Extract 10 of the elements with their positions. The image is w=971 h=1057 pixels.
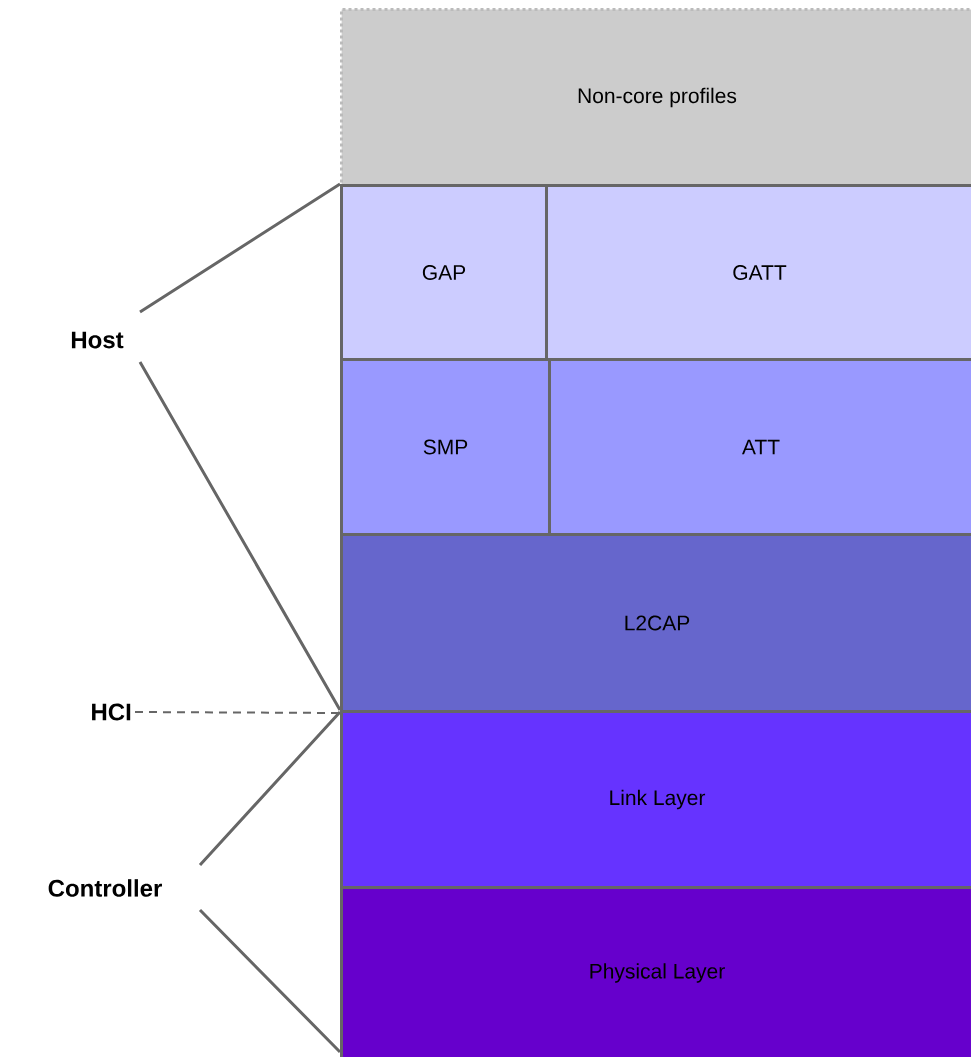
layer-box: Non-core profiles (340, 8, 971, 187)
layer-box: GAP (340, 184, 548, 361)
layer-box: L2CAP (340, 533, 971, 713)
layer-box: SMP (340, 358, 551, 536)
layer-box: Physical Layer (340, 886, 971, 1057)
leader-line (134, 711, 341, 714)
layer-label: Host (71, 331, 124, 349)
layer-label: Controller (48, 879, 162, 897)
layer-box: Link Layer (340, 710, 971, 889)
layer-label: HCI (92, 703, 131, 721)
